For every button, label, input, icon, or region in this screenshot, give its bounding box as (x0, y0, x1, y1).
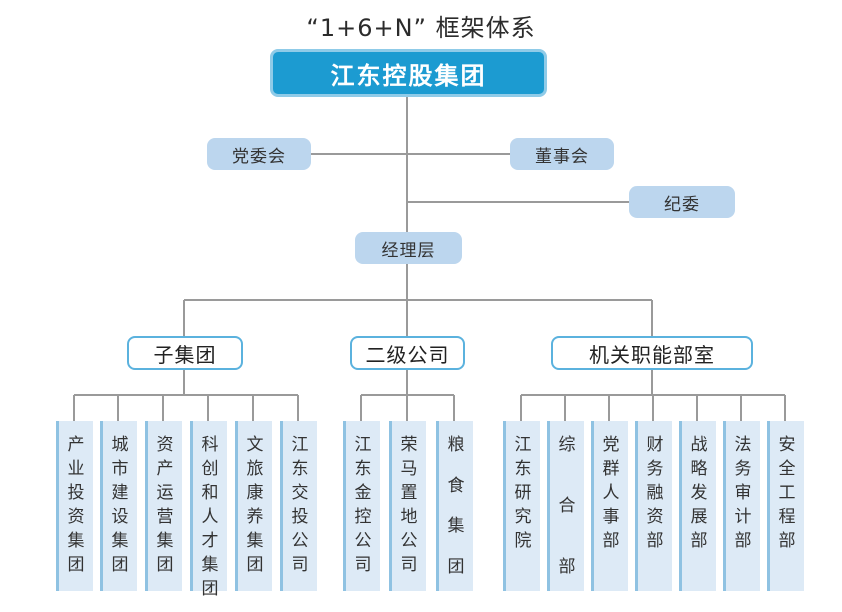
leaf-node: 文旅康养集团 (235, 421, 272, 591)
leaf-node: 战略发展部 (679, 421, 716, 591)
leaf-node: 资产运营集团 (145, 421, 182, 591)
leaf-node: 综合部 (547, 421, 584, 591)
leaf-node: 江东金控公司 (343, 421, 380, 591)
leaf-node: 党群人事部 (591, 421, 628, 591)
leaf-node: 财务融资部 (635, 421, 672, 591)
category-secondary-companies: 二级公司 (350, 336, 465, 370)
diagram-title: “1+6+N” 框架体系 (306, 14, 536, 42)
leaf-node: 粮食集团 (436, 421, 473, 591)
management-node: 经理层 (355, 232, 462, 264)
root-node: 江东控股集团 (270, 49, 547, 97)
leaf-node: 法务审计部 (723, 421, 760, 591)
leaf-node: 荣马置地公司 (389, 421, 426, 591)
board-node: 董事会 (510, 138, 614, 170)
party-committee-node: 党委会 (207, 138, 311, 170)
discipline-node: 纪委 (629, 186, 735, 218)
leaf-node: 产业投资集团 (56, 421, 93, 591)
leaf-node: 科创和人才集团 (190, 421, 227, 599)
category-sub-groups: 子集团 (127, 336, 243, 370)
leaf-node: 江东研究院 (503, 421, 540, 591)
leaf-node: 城市建设集团 (100, 421, 137, 591)
leaf-node: 安全工程部 (767, 421, 804, 591)
category-departments: 机关职能部室 (551, 336, 753, 370)
leaf-node: 江东交投公司 (280, 421, 317, 591)
